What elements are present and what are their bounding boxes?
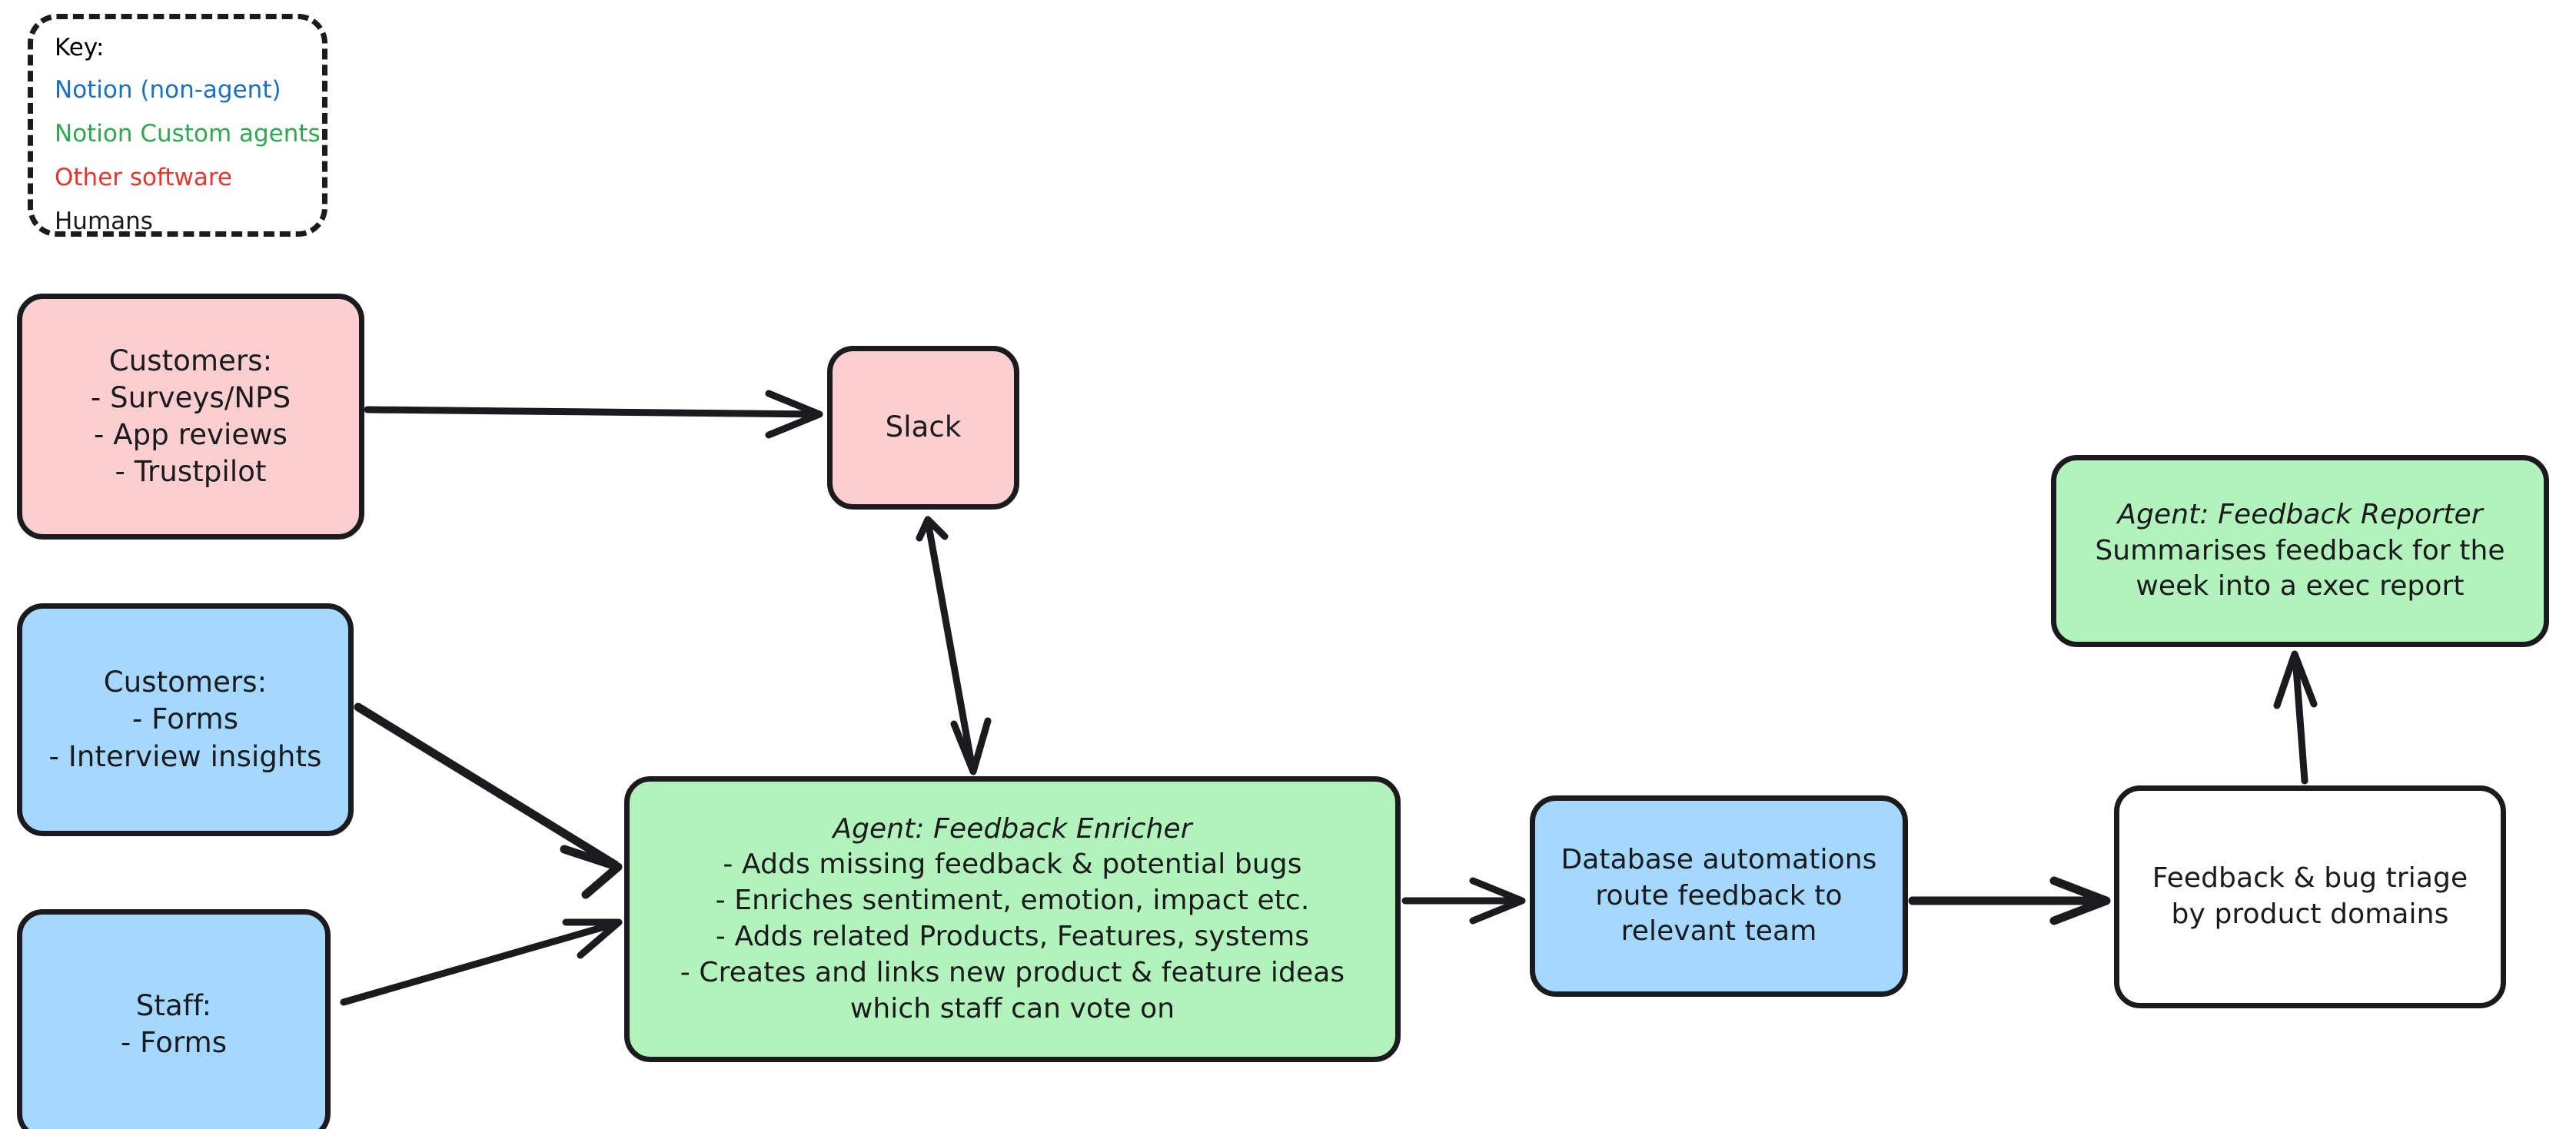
legend-item-humans: Humans — [55, 208, 153, 235]
node-line: - Surveys/NPS — [90, 380, 291, 414]
node-database-automations[interactable]: Database automations route feedback to r… — [1530, 795, 1908, 997]
legend-item-other-software: Other software — [55, 164, 233, 191]
edge-triage-to-reporter — [2273, 650, 2318, 785]
node-line: - Trustpilot — [115, 455, 267, 489]
node-line: Summarises feedback for the — [2095, 534, 2505, 566]
node-line: Agent: Feedback Enricher — [833, 812, 1192, 845]
node-line: - Interview insights — [48, 739, 322, 773]
edge-customers-pink-to-slack — [364, 390, 823, 439]
node-line: Agent: Feedback Reporter — [2117, 498, 2483, 530]
node-agent-feedback-reporter[interactable]: Agent: Feedback Reporter Summarises feed… — [2051, 455, 2549, 647]
node-line: relevant team — [1620, 915, 1817, 948]
node-line: - Creates and links new product & featur… — [680, 956, 1345, 988]
edge-slack-enricher-bidirectional — [916, 516, 992, 775]
node-line: - Enriches sentiment, emotion, impact et… — [715, 885, 1310, 917]
node-line: route feedback to — [1595, 879, 1843, 912]
node-slack[interactable]: Slack — [827, 346, 1019, 510]
node-line: Customers: — [103, 666, 268, 699]
legend-title: Key: — [55, 34, 105, 61]
legend-key-box: Key: Notion (non-agent) Notion Custom ag… — [28, 14, 327, 237]
edge-customers-blue-to-enricher — [354, 702, 623, 899]
node-feedback-bug-triage[interactable]: Feedback & bug triage by product domains — [2114, 785, 2506, 1008]
node-agent-feedback-enricher[interactable]: Agent: Feedback Enricher - Adds missing … — [624, 776, 1401, 1062]
node-customers-notion-forms[interactable]: Customers: - Forms - Interview insights — [17, 603, 354, 836]
node-line: Database automations — [1561, 843, 1877, 875]
node-line: Staff: — [135, 988, 212, 1022]
node-line: - Forms — [131, 702, 239, 736]
node-line: Feedback & bug triage — [2152, 862, 2468, 895]
node-staff-forms[interactable]: Staff: - Forms — [17, 909, 331, 1129]
node-line: Slack — [885, 410, 962, 444]
node-line: by product domains — [2171, 898, 2449, 930]
node-line: - Forms — [120, 1026, 228, 1059]
legend-item-notion-non-agent: Notion (non-agent) — [55, 76, 281, 104]
node-line: - Adds related Products, Features, syste… — [715, 921, 1310, 952]
node-customers-other-software[interactable]: Customers: - Surveys/NPS - App reviews -… — [17, 294, 364, 540]
legend-item-notion-custom-agents: Notion Custom agents — [55, 120, 321, 148]
node-line: which staff can vote on — [849, 992, 1175, 1024]
node-line: Customers: — [108, 344, 273, 377]
edge-db-automations-to-triage — [1908, 876, 2111, 925]
node-line: - App reviews — [93, 418, 288, 451]
edge-staff-to-enricher — [340, 918, 623, 1006]
node-line: - Adds missing feedback & potential bugs — [723, 848, 1302, 881]
node-line: week into a exec report — [2136, 570, 2465, 603]
edge-enricher-to-db-automations — [1401, 877, 1526, 925]
